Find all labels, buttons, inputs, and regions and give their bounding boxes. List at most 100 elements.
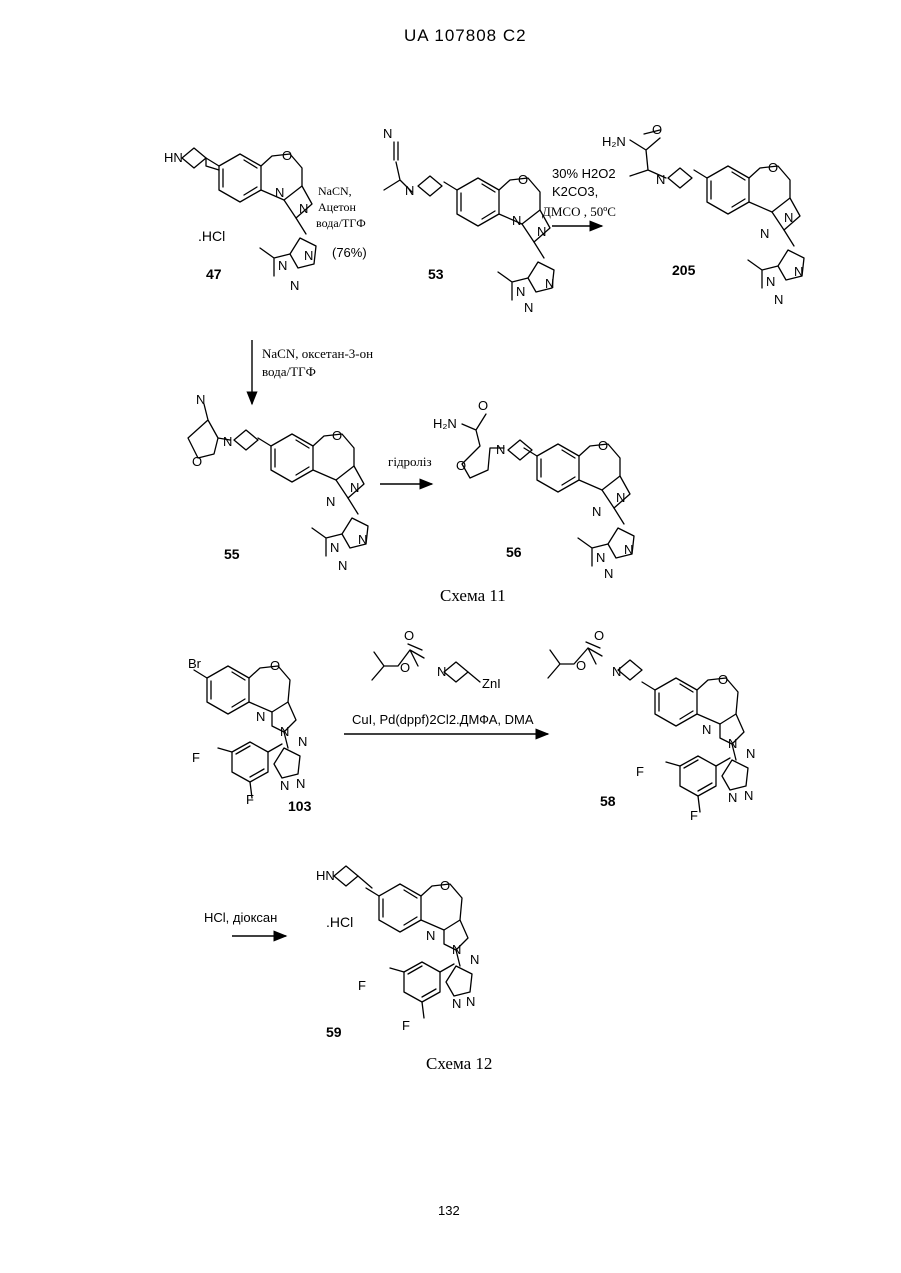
salt-59: .HCl: [326, 914, 353, 930]
svg-text:O: O: [332, 428, 342, 443]
svg-text:N: N: [437, 664, 446, 679]
yield-76: (76%): [332, 245, 367, 260]
svg-text:O: O: [518, 172, 528, 187]
svg-text:O: O: [282, 148, 292, 163]
svg-text:O: O: [768, 160, 778, 175]
solvent-water-thf: вода/ТГФ: [316, 216, 366, 231]
svg-text:O: O: [718, 672, 728, 687]
structure-55: N O N O N N N N N: [188, 392, 368, 573]
svg-text:N: N: [702, 722, 711, 737]
svg-text:N: N: [405, 183, 414, 198]
svg-text:O: O: [400, 660, 410, 675]
svg-text:O: O: [652, 122, 662, 137]
svg-text:F: F: [358, 978, 366, 993]
svg-text:H₂N: H₂N: [433, 416, 457, 431]
svg-text:O: O: [576, 658, 586, 673]
reagent-nacn: NaCN,: [318, 184, 352, 199]
svg-text:N: N: [299, 201, 308, 216]
svg-text:N: N: [338, 558, 347, 573]
compound-label-53: 53: [428, 266, 444, 282]
svg-text:N: N: [746, 746, 755, 761]
svg-text:HN: HN: [316, 868, 335, 883]
compound-label-55: 55: [224, 546, 240, 562]
page-number: 132: [438, 1203, 460, 1218]
svg-text:N: N: [592, 504, 601, 519]
svg-text:N: N: [470, 952, 479, 967]
svg-text:N: N: [452, 996, 461, 1011]
svg-text:O: O: [192, 454, 202, 469]
structure-azetidinyl-zinc: O O N: [372, 628, 480, 682]
svg-text:N: N: [426, 928, 435, 943]
scheme-11-caption: Схема 11: [440, 586, 506, 606]
step-h2o2: 30% H2O2: [552, 166, 616, 181]
svg-text:N: N: [278, 258, 287, 273]
svg-text:F: F: [246, 792, 254, 807]
svg-text:N: N: [330, 540, 339, 555]
structure-59: HN O N N N N N F F: [316, 866, 479, 1033]
compound-label-47: 47: [206, 266, 222, 282]
svg-text:F: F: [192, 750, 200, 765]
svg-text:N: N: [512, 213, 521, 228]
svg-text:N: N: [223, 434, 232, 449]
svg-text:N: N: [537, 224, 546, 239]
svg-text:O: O: [440, 878, 450, 893]
svg-text:O: O: [598, 438, 608, 453]
svg-text:HN: HN: [164, 150, 183, 165]
svg-text:N: N: [326, 494, 335, 509]
svg-text:N: N: [784, 210, 793, 225]
structure-205: H₂N O N O N N N N N: [602, 122, 804, 307]
svg-text:N: N: [196, 392, 205, 407]
structure-53: N N O N N N N N: [383, 126, 554, 315]
coupling-conditions: CuI, Pd(dppf)2Cl2.ДМФА, DMA: [352, 712, 534, 727]
svg-text:N: N: [760, 226, 769, 241]
svg-text:N: N: [794, 264, 803, 279]
compound-label-205: 205: [672, 262, 695, 278]
step-water-thf: вода/ТГФ: [262, 364, 316, 380]
structure-58: O O N O N N N N N F F: [548, 628, 755, 823]
svg-text:N: N: [624, 542, 633, 557]
svg-text:N: N: [296, 776, 305, 791]
structure-103: Br O N N N N N F F: [188, 656, 307, 807]
svg-text:N: N: [275, 185, 284, 200]
step-k2co3: K2CO3,: [552, 184, 598, 199]
structure-47: HN O N N N N N: [164, 148, 316, 293]
svg-text:O: O: [478, 398, 488, 413]
svg-text:N: N: [304, 248, 313, 263]
svg-text:N: N: [524, 300, 533, 315]
step-hydrolysis: гідроліз: [388, 454, 432, 470]
svg-text:N: N: [744, 788, 753, 803]
svg-text:N: N: [728, 736, 737, 751]
svg-text:N: N: [280, 724, 289, 739]
svg-text:N: N: [774, 292, 783, 307]
compound-label-59: 59: [326, 1024, 342, 1040]
svg-text:Br: Br: [188, 656, 202, 671]
svg-text:O: O: [404, 628, 414, 643]
svg-text:N: N: [516, 284, 525, 299]
svg-text:N: N: [466, 994, 475, 1009]
step-nacn-oxetanone: NaCN, оксетан-3-он: [262, 346, 373, 362]
compound-label-56: 56: [506, 544, 522, 560]
svg-text:N: N: [766, 274, 775, 289]
svg-text:H₂N: H₂N: [602, 134, 626, 149]
svg-text:N: N: [298, 734, 307, 749]
svg-text:O: O: [456, 458, 466, 473]
svg-text:N: N: [256, 709, 265, 724]
svg-text:N: N: [280, 778, 289, 793]
svg-text:N: N: [596, 550, 605, 565]
structure-56: H₂N O O N O N N N N N: [433, 398, 634, 581]
compound-label-103: 103: [288, 798, 311, 814]
svg-text:F: F: [402, 1018, 410, 1033]
svg-text:N: N: [728, 790, 737, 805]
step-hcl-dioxane: HCl, діоксан: [204, 910, 277, 925]
svg-text:F: F: [690, 808, 698, 823]
solvent-acetone: Ацетон: [318, 200, 356, 215]
svg-text:N: N: [350, 480, 359, 495]
svg-text:N: N: [496, 442, 505, 457]
salt-47: .HCl: [198, 228, 225, 244]
svg-text:N: N: [452, 942, 461, 957]
step-dmso: ДМСО , 50ºC: [542, 204, 616, 220]
compound-label-58: 58: [600, 793, 616, 809]
svg-text:N: N: [604, 566, 613, 581]
